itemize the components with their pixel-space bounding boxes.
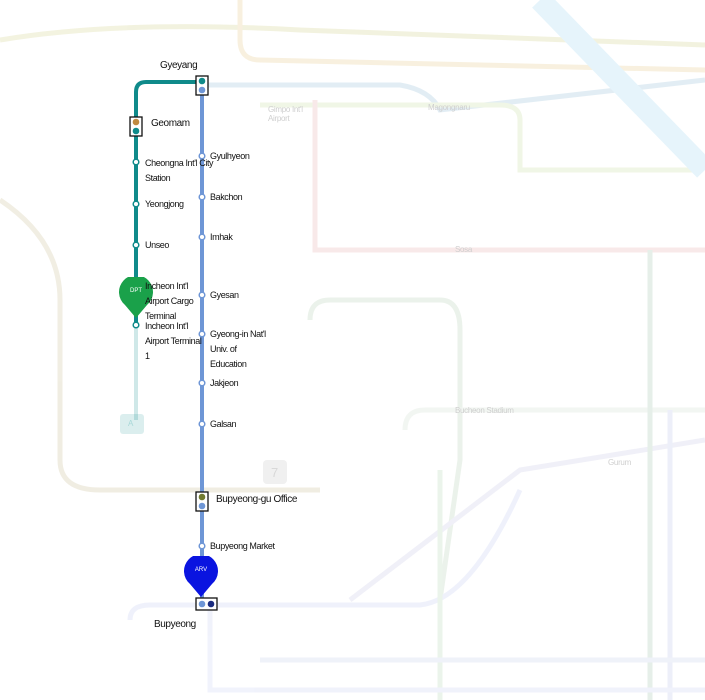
station-label-gyeongin-univ[interactable]: Gyeong-in Nat'l Univ. of Education [210,329,266,369]
transfer-box-gyeyang[interactable] [195,75,209,96]
station-label-bupyeong-gu-office[interactable]: Bupyeong-gu Office [216,494,298,505]
station-label-cargo-terminal[interactable]: Incheon Int'l Airport Cargo Terminal [145,281,194,321]
transfer-box-bupyeong[interactable] [195,597,218,611]
station-label-gyeyang[interactable]: Gyeyang [160,60,198,71]
station-dot-jakjeon[interactable] [198,379,206,387]
station-label-gyulhyeon[interactable]: Gyulhyeon [210,151,250,161]
station-label-terminal1[interactable]: Incheon Int'l Airport Terminal 1 [145,321,202,361]
station-label-jakjeon[interactable]: Jakjeon [210,378,239,388]
arex-badge [120,414,144,434]
station-label-geomam[interactable]: Geomam [151,118,190,129]
station-dot-gyesan[interactable] [198,291,206,299]
map-pin-icon [119,277,153,318]
transfer-box-geomam[interactable] [129,116,143,137]
arex-route-line [134,80,202,325]
station-dot-gyulhyeon[interactable] [198,152,206,160]
station-dot-cheongna[interactable] [132,158,140,166]
station-label-bakchon[interactable]: Bakchon [210,192,243,202]
station-label-yeongjong[interactable]: Yeongjong [145,199,184,209]
line7-badge-label: 7 [271,465,278,480]
bg-label: Gimpo Int'l Airport [268,105,303,123]
station-label-cheongna[interactable]: Cheongna Int'l City Station [145,158,214,183]
station-dot-unseo[interactable] [132,241,140,249]
station-label-galsan[interactable]: Galsan [210,419,237,429]
station-dot-galsan[interactable] [198,420,206,428]
station-label-imhak[interactable]: Imhak [210,232,233,242]
station-dot-yeongjong[interactable] [132,200,140,208]
station-label-gyesan[interactable]: Gyesan [210,290,239,300]
station-dot-gyeongin[interactable] [198,330,206,338]
map-pin-icon [184,556,218,597]
bg-label: Sosa [455,245,473,254]
station-label-bupyeong-market[interactable]: Bupyeong Market [210,541,275,551]
station-dot-imhak[interactable] [198,233,206,241]
station-dot-terminal1[interactable] [132,321,140,329]
bg-label: Gurum [608,458,631,467]
line7-badge [263,460,287,484]
arrival-marker[interactable]: ARV [184,556,218,598]
arrival-marker-label: ARV [194,567,208,573]
departure-marker[interactable]: DPT [119,277,153,319]
bg-label: Magongnaru [428,103,470,112]
arex-badge-label: A [128,419,134,428]
bg-label: Bucheon Stadium [455,406,514,415]
station-label-bupyeong[interactable]: Bupyeong [154,619,196,630]
station-dot-bupyeong-market[interactable] [198,542,206,550]
transfer-box-bupyeong-gu-office[interactable] [195,491,209,512]
station-dot-bakchon[interactable] [198,193,206,201]
station-label-unseo[interactable]: Unseo [145,240,170,250]
departure-marker-label: DPT [130,288,142,294]
